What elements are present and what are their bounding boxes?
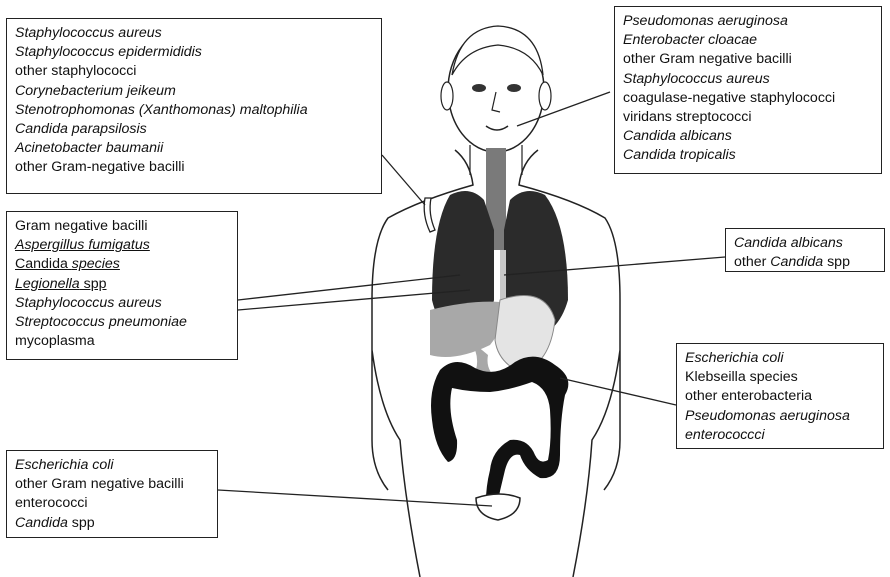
organism-genus: Legionella xyxy=(15,276,80,292)
right-eye xyxy=(507,84,521,92)
organism-line: viridans streptococci xyxy=(623,108,873,127)
organism-line: Streptococcus pneumoniae xyxy=(15,313,229,332)
left-eye xyxy=(472,84,486,92)
organism-line: Staphylococcus aureus xyxy=(15,24,373,43)
organism-line: Pseudomonas aeruginosa xyxy=(685,407,875,426)
organism-line: Candida parapsilosis xyxy=(15,120,373,139)
organism-line: Legionella spp xyxy=(15,275,229,294)
organism-line: other Gram-negative bacilli xyxy=(15,158,373,177)
organism-text: spp xyxy=(68,515,95,531)
organism-line: other Candida spp xyxy=(734,253,876,272)
organism-line: Escherichia coli xyxy=(15,456,209,475)
organism-line: other Gram negative bacilli xyxy=(623,50,873,69)
catheter xyxy=(424,198,435,232)
organism-line: Candida species xyxy=(15,255,229,274)
organism-line: Staphylococcus aureus xyxy=(623,70,873,89)
organism-line: Candida albicans xyxy=(734,234,876,253)
organism-line: other Gram negative bacilli xyxy=(15,475,209,494)
organism-line: Candida tropicalis xyxy=(623,146,873,165)
bladder xyxy=(476,494,520,520)
organism-line: other enterobacteria xyxy=(685,387,875,406)
callout-line-lungs-1 xyxy=(238,275,460,300)
organism-line: Gram negative bacilli xyxy=(15,217,229,236)
callout-line-shoulder xyxy=(382,155,425,205)
organism-line: Aspergillus fumigatus xyxy=(15,236,229,255)
left-ear xyxy=(441,82,453,110)
organism-text: Candida xyxy=(15,256,72,272)
organism-line: Staphylococcus epidermididis xyxy=(15,43,373,62)
organism-text: other xyxy=(734,254,770,270)
organism-line: Candida albicans xyxy=(623,127,873,146)
callout-line-colon xyxy=(560,378,676,405)
right-ear xyxy=(539,82,551,110)
organism-genus: Candida xyxy=(770,254,823,270)
organism-line: enterococci xyxy=(15,494,209,513)
liver xyxy=(430,302,503,357)
organism-line: Stenotrophomonas (Xanthomonas) maltophil… xyxy=(15,101,373,120)
organism-line: enterococcci xyxy=(685,426,875,445)
organism-line: mycoplasma xyxy=(15,332,229,351)
organism-genus: Candida xyxy=(15,515,68,531)
organism-text: spp xyxy=(80,276,107,292)
organism-line: other staphylococci xyxy=(15,62,373,81)
organism-genus: species xyxy=(72,256,120,272)
organism-line: Corynebacterium jeikeum xyxy=(15,82,373,101)
organism-line: Staphylococcus aureus xyxy=(15,294,229,313)
organism-line: Candida spp xyxy=(15,514,209,533)
organism-line: Acinetobacter baumanii xyxy=(15,139,373,158)
organism-line: Pseudomonas aeruginosa xyxy=(623,12,873,31)
organism-text: spp xyxy=(823,254,850,270)
colon xyxy=(431,357,568,510)
organism-line: Escherichia coli xyxy=(685,349,875,368)
organism-line: coagulase-negative staphylococci xyxy=(623,89,873,108)
organism-line: Klebseilla species xyxy=(685,368,875,387)
callout-line-bladder xyxy=(218,490,492,506)
organism-line: Enterobacter cloacae xyxy=(623,31,873,50)
